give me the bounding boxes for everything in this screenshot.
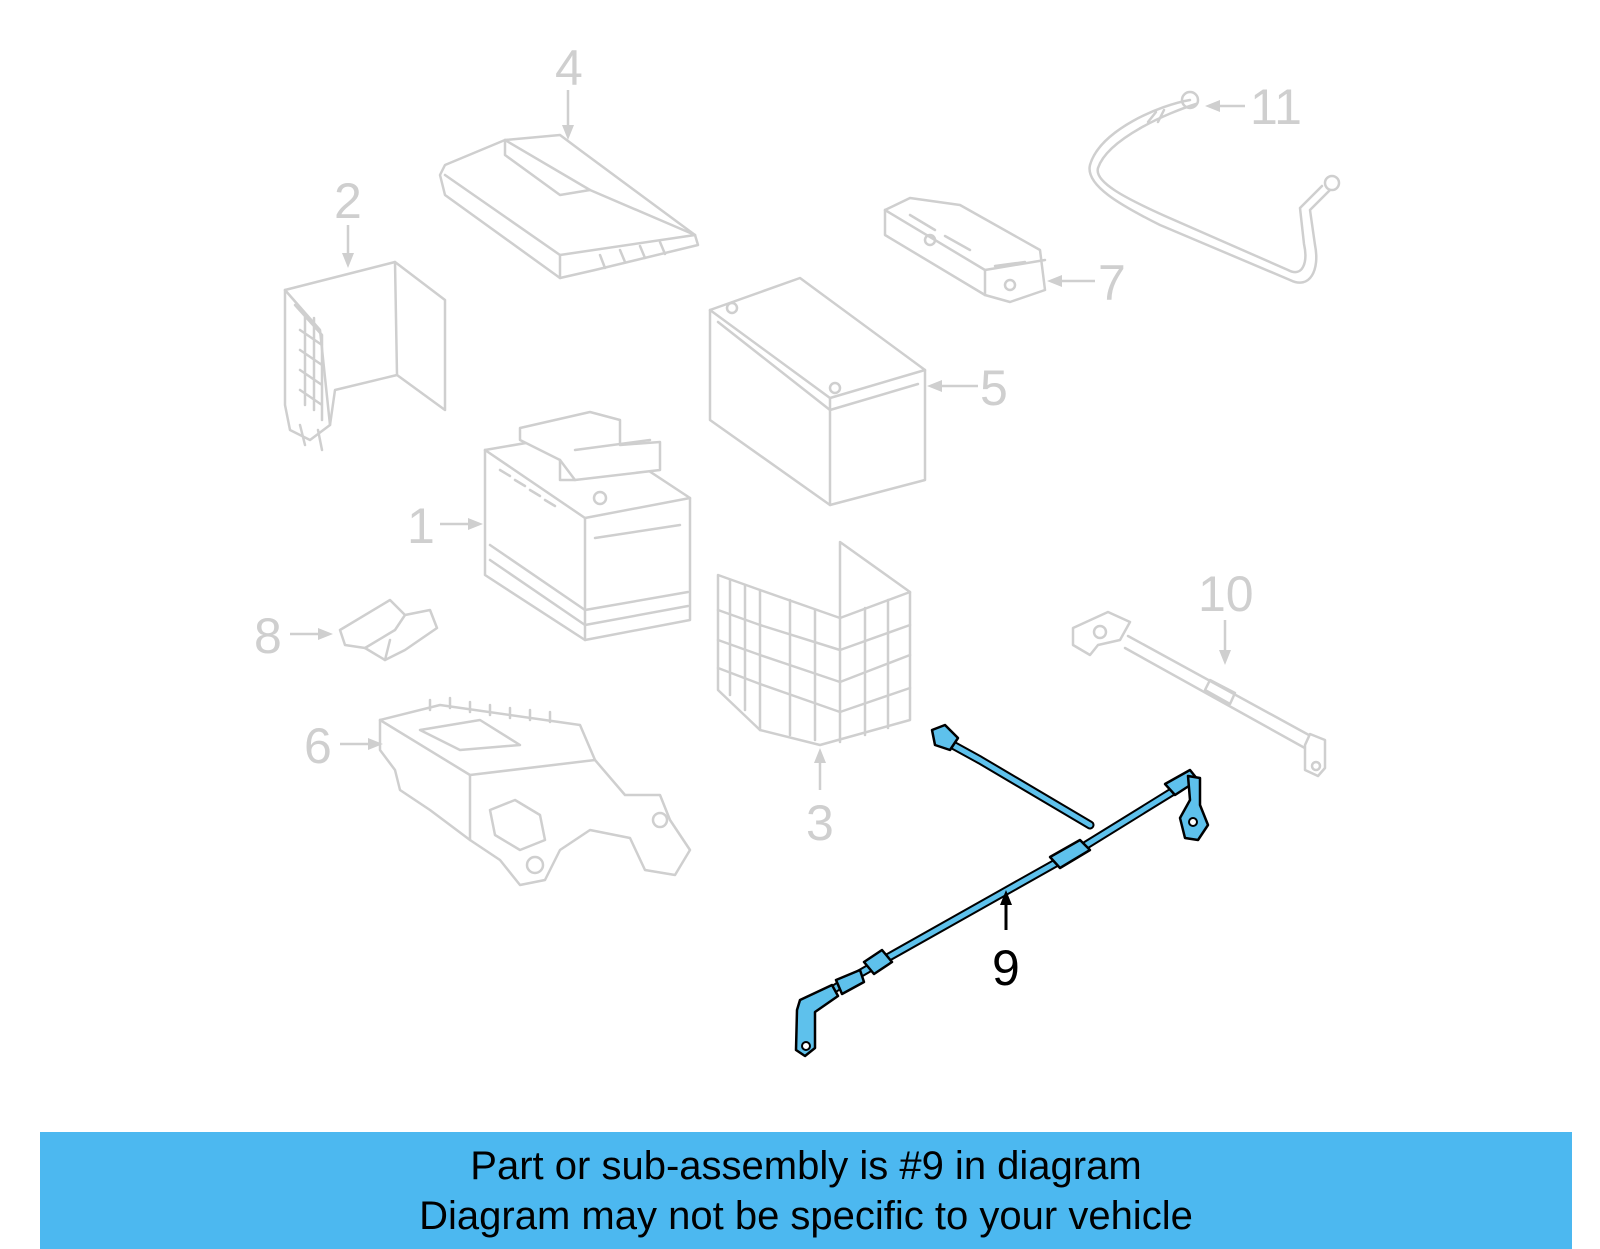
arrow-1 xyxy=(440,518,483,530)
part-11-cable xyxy=(1088,90,1341,284)
arrow-4 xyxy=(562,90,574,140)
arrow-9 xyxy=(1000,890,1012,930)
banner-line-2: Diagram may not be specific to your vehi… xyxy=(419,1193,1193,1238)
part-8-bracket xyxy=(338,598,439,662)
callout-2: 2 xyxy=(334,173,362,229)
arrow-5 xyxy=(927,380,978,392)
info-banner: Part or sub-assembly is #9 in diagram Di… xyxy=(40,1132,1572,1249)
callout-6: 6 xyxy=(304,718,332,774)
part-10-strap xyxy=(1071,610,1327,778)
part-7-clamp xyxy=(883,196,1047,304)
part-6-tray xyxy=(378,696,692,887)
part-4-battery-cover xyxy=(438,133,700,280)
arrow-10 xyxy=(1219,620,1231,665)
callout-3: 3 xyxy=(806,795,834,851)
part-1-battery xyxy=(483,410,692,642)
callout-5: 5 xyxy=(980,360,1008,416)
callout-1: 1 xyxy=(407,498,435,554)
callout-10: 10 xyxy=(1198,566,1254,622)
arrow-11 xyxy=(1205,100,1245,112)
part-5-battery xyxy=(708,276,927,507)
callout-4: 4 xyxy=(555,40,583,96)
arrow-3 xyxy=(814,748,826,790)
arrow-2 xyxy=(342,225,354,268)
callout-9: 9 xyxy=(992,940,1020,996)
callout-7: 7 xyxy=(1098,255,1126,311)
banner-line-1: Part or sub-assembly is #9 in diagram xyxy=(470,1143,1142,1188)
callout-8: 8 xyxy=(254,608,282,664)
arrow-7 xyxy=(1047,275,1095,287)
callout-11: 11 xyxy=(1250,79,1302,135)
part-3-insulation xyxy=(716,540,912,747)
arrow-6 xyxy=(340,738,383,750)
part-9-wiring-harness xyxy=(794,723,1210,1058)
part-2-side-panel xyxy=(283,260,447,452)
arrow-8 xyxy=(290,628,333,640)
